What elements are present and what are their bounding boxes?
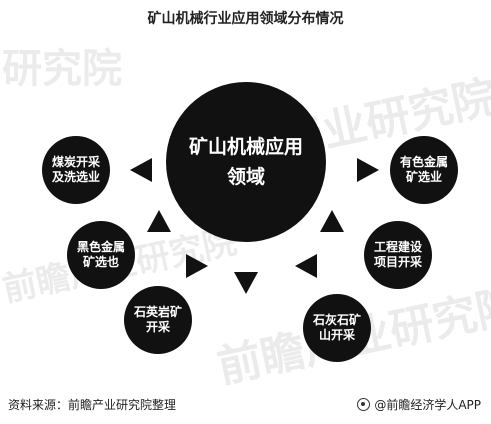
watermark-top-left: 研究院: [2, 46, 122, 92]
node-coal-mining-label: 煤炭开采及洗选业: [51, 155, 100, 184]
center-node: 矿山机械应用领域: [166, 82, 326, 242]
node-limestone-mining-label: 石灰石矿山开采: [312, 313, 361, 342]
node-nonferrous-metal: 有色金属矿选业: [390, 136, 458, 204]
node-ferrous-metal-label: 黑色金属矿选也: [76, 240, 125, 269]
brand-credit: @前瞻经济学人APP: [357, 396, 481, 413]
node-quartz-mining: 石英岩矿开采: [124, 286, 192, 354]
arrow-to-quartz: [186, 254, 208, 278]
node-limestone-mining: 石灰石矿山开采: [303, 294, 371, 362]
arrow-to-coal: [130, 158, 152, 182]
arrow-to-nonferrous: [357, 158, 379, 182]
chart-title: 矿山机械行业应用领域分布情况: [147, 11, 344, 27]
source-note: 资料来源：前瞻产业研究院整理: [8, 398, 177, 412]
brand-credit-label: @前瞻经济学人APP: [374, 398, 481, 412]
node-quartz-mining-label: 石英岩矿开采: [133, 305, 182, 334]
node-engineering-construction-label: 工程建设项目开采: [373, 240, 422, 269]
node-nonferrous-metal-label: 有色金属矿选业: [399, 155, 448, 184]
arrow-to-ferrous: [147, 210, 171, 232]
arrow-down-center: [234, 272, 258, 294]
arrow-to-engineering: [320, 210, 344, 232]
node-coal-mining: 煤炭开采及洗选业: [42, 136, 110, 204]
node-engineering-construction: 工程建设项目开采: [364, 221, 432, 289]
brand-logo-icon: [357, 398, 371, 411]
center-node-label: 矿山机械应用领域: [188, 136, 303, 188]
node-ferrous-metal: 黑色金属矿选也: [67, 221, 135, 289]
arrow-to-limestone: [295, 254, 317, 278]
